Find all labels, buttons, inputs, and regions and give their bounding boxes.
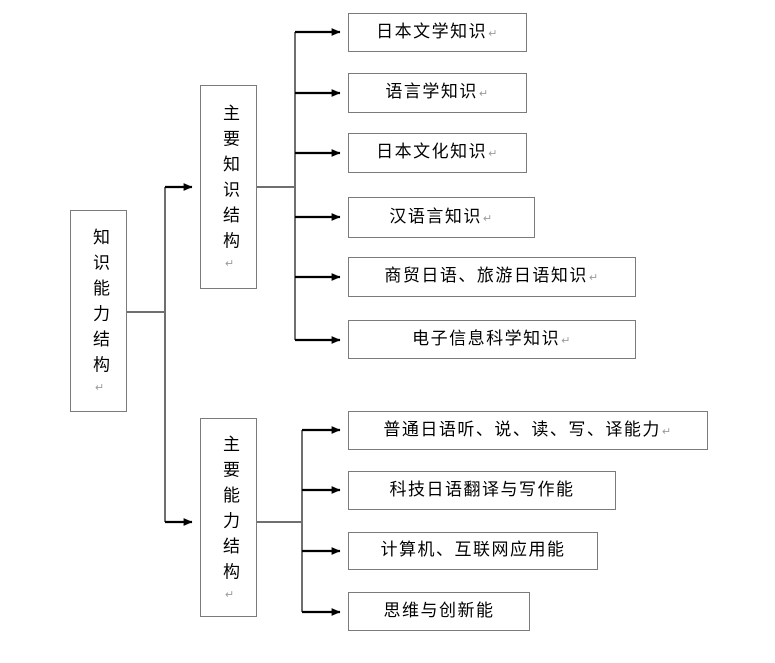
node-leaf-label: 商贸日语、旅游日语知识↵ xyxy=(384,266,600,287)
paragraph-mark-icon: ↵ xyxy=(223,257,236,270)
paragraph-mark-icon: ↵ xyxy=(478,87,490,101)
node-leaf-computer-internet-application-ability[interactable]: 计算机、互联网应用能 xyxy=(348,532,598,570)
node-leaf-technical-japanese-translation-writing-ability[interactable]: 科技日语翻译与写作能 xyxy=(348,471,616,510)
paragraph-mark-icon: ↵ xyxy=(661,424,673,438)
node-leaf-business-tourism-japanese-knowledge[interactable]: 商贸日语、旅游日语知识↵ xyxy=(348,257,636,297)
node-root-label: 知识能力结构↵ xyxy=(89,228,109,394)
knowledge-branch-connectors xyxy=(257,28,341,344)
paragraph-mark-icon: ↵ xyxy=(561,333,572,347)
node-branch-main-knowledge-structure[interactable]: 主要知识结构↵ xyxy=(200,85,257,289)
node-leaf-label: 普通日语听、说、读、写、译能力↵ xyxy=(383,419,673,440)
node-leaf-japanese-literature-knowledge[interactable]: 日本文学知识↵ xyxy=(348,13,527,52)
node-branch-ability-label: 主要能力结构↵ xyxy=(219,434,239,601)
node-leaf-label: 日本文学知识↵ xyxy=(376,21,499,42)
node-leaf-label: 思维与创新能 xyxy=(383,600,495,621)
node-leaf-linguistics-knowledge[interactable]: 语言学知识↵ xyxy=(348,73,527,113)
node-leaf-chinese-language-knowledge[interactable]: 汉语言知识↵ xyxy=(348,197,535,238)
paragraph-mark-icon: ↵ xyxy=(488,26,499,40)
node-branch-knowledge-label: 主要知识结构↵ xyxy=(219,104,239,270)
node-leaf-label: 汉语言知识↵ xyxy=(389,206,494,227)
node-leaf-japanese-culture-knowledge[interactable]: 日本文化知识↵ xyxy=(348,133,527,173)
node-root-knowledge-ability-structure[interactable]: 知识能力结构↵ xyxy=(70,210,127,412)
node-branch-main-ability-structure[interactable]: 主要能力结构↵ xyxy=(200,418,257,617)
paragraph-mark-icon: ↵ xyxy=(93,381,106,394)
node-leaf-thinking-innovation-ability[interactable]: 思维与创新能 xyxy=(348,592,530,631)
paragraph-mark-icon: ↵ xyxy=(482,211,494,225)
paragraph-mark-icon: ↵ xyxy=(488,147,499,161)
paragraph-mark-icon: ↵ xyxy=(588,271,600,285)
node-leaf-label: 语言学知识↵ xyxy=(385,82,490,103)
root-branch-connectors xyxy=(127,183,193,526)
node-leaf-label: 科技日语翻译与写作能 xyxy=(389,479,575,500)
ability-branch-connectors xyxy=(257,426,341,616)
node-leaf-label: 日本文化知识↵ xyxy=(376,142,499,163)
node-leaf-label: 电子信息科学知识↵ xyxy=(412,328,572,349)
node-leaf-electronic-information-science-knowledge[interactable]: 电子信息科学知识↵ xyxy=(348,320,636,359)
paragraph-mark-icon: ↵ xyxy=(223,587,236,601)
node-leaf-label: 计算机、互联网应用能 xyxy=(380,540,566,561)
node-leaf-general-japanese-skills-ability[interactable]: 普通日语听、说、读、写、译能力↵ xyxy=(348,411,708,450)
